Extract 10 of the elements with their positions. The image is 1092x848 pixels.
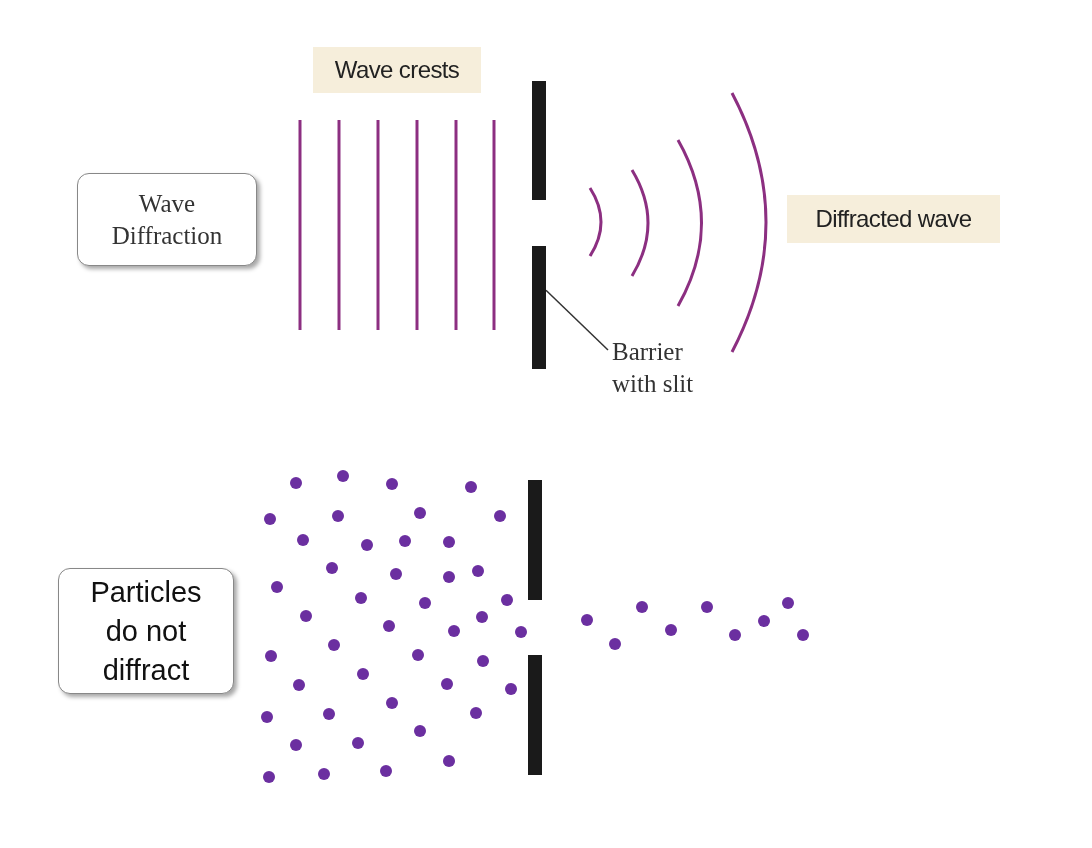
- barrier-bar: [532, 81, 546, 200]
- label-box: Diffracted wave: [787, 195, 1000, 243]
- title-box: Particles do not diffract: [58, 568, 234, 694]
- barrier-bar: [532, 246, 546, 369]
- barrier-bar: [528, 480, 542, 600]
- title-box: Wave Diffraction: [77, 173, 257, 266]
- barrier-bar: [528, 655, 542, 775]
- leader-line: [545, 289, 609, 351]
- label-box: Wave crests: [313, 47, 481, 93]
- callout-text: Barrier with slit: [612, 336, 732, 402]
